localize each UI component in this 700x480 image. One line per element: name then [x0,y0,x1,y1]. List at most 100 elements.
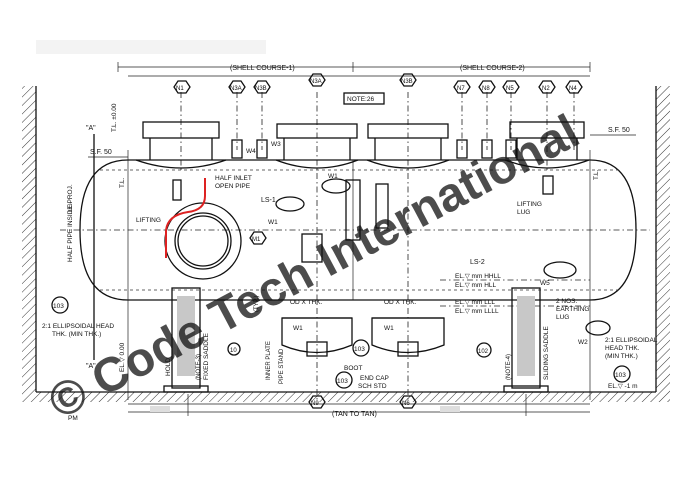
svg-text:N3A: N3A [310,79,322,85]
tan-to-tan-label: (TAN TO TAN) [332,411,377,418]
svg-text:N3B: N3B [401,79,413,85]
nozzle-tag-n7: N7 [453,80,471,94]
internal-elements [172,175,554,263]
wl2-label: W1 [384,325,394,332]
lifting-lug-left: LIFTING [136,217,161,224]
tl-right-label: T.L. [593,169,600,180]
svg-text:103: 103 [53,303,64,310]
svg-text:102: 102 [478,349,489,355]
w3-label: W3 [271,141,281,148]
el-hhll: EL.▽ mm HHLL [455,273,501,280]
level-lines [440,279,590,307]
el-lll: EL.▽ mm LLL [455,299,495,306]
nozzle-tag-n3a-2: N3A [308,73,326,87]
svg-text:N3B: N3B [255,86,267,92]
svg-text:103: 103 [354,346,365,353]
boot-callout: 103 [352,339,370,357]
end-cap-1: END CAP [360,375,389,382]
boots [281,317,445,357]
earthing-lug-2: EARTHING [556,306,589,313]
head-right-1: 2:1 ELLIPSOIDAL [605,337,658,344]
pipe-stand-label: PIPE STAND [279,348,285,384]
svg-text:N4: N4 [569,86,577,92]
hold-label: HOLD [165,358,172,376]
pm-label: PM [68,415,78,422]
weld-callouts [275,178,611,336]
svg-text:N2: N2 [542,86,550,92]
head-right-3: (MIN THK.) [605,353,638,360]
vessel-shell [60,150,650,400]
half-pipe-proj-label: HALF PIPE INSIDE PROJ. [67,184,74,262]
section-a-top: "A" [86,125,96,132]
callout-102: 102 [476,342,492,358]
inner-plate-label: INNER PLATE [266,341,272,380]
nozzle-tag-n4: N4 [565,80,583,94]
head-callout-left: 103 [51,296,69,314]
shell-course-2-label: (SHELL COURSE-2) [460,65,525,72]
nozzle-centerlines [180,92,575,400]
callout-10: 10 [227,342,241,356]
nozzle-tag-n3b: N3B [253,80,271,94]
note-3-label: (NOTE-3) [196,354,202,380]
watermark: © Code Tech International [40,105,587,430]
el-llll: EL.▽ mm LLLL [455,308,499,315]
el-zero-label: EL.▽ 0.00 [119,342,126,372]
note-4-label: (NOTE-4) [506,354,512,380]
section-a-bottom: "A" [86,363,96,370]
shell-course-1-label: (SHELL COURSE-1) [230,65,295,72]
el-hll: EL.▽ mm HLL [455,282,497,289]
tl-left-label: T.L. [119,177,126,188]
head-right-2: HEAD THK. [605,345,640,352]
nozzle-tag-n5: N5 [502,80,520,94]
blurred-title-strip [36,40,266,54]
w1-label-a: W1 [268,219,278,226]
svg-text:N1: N1 [176,86,184,92]
nozzle-tag-n1: N1 [173,80,191,94]
top-manways [135,121,590,169]
sf-left-label: S.F. 50 [90,149,112,156]
top-dimension-lines [117,62,591,77]
head-left-2: THK. (MIN THK.) [52,331,101,338]
saddles [163,287,549,393]
end-cap-callout: 103 [335,371,353,389]
fixed-saddle-label: FIXED SADDLE [203,332,210,380]
svg-text:N3A: N3A [230,86,242,92]
svg-text:103: 103 [615,372,626,379]
lg-label: LG [67,203,74,212]
blurred-dim-right [440,406,460,412]
nozzle-tag-n2: N2 [538,80,556,94]
el-floor-label: EL.▽ -1 m [608,383,638,390]
nozzle-tags-top: N1 N3A N3B N3A N3B N7 N8 N5 N2 N4 [173,73,583,94]
half-inlet-label-2: OPEN PIPE [215,183,251,190]
end-cap-2: SCH STD [358,383,387,390]
earthing-lug-1: 2 NOS. [556,298,578,305]
head-callout-right: 103 [613,365,631,383]
svg-text:N8: N8 [482,86,490,92]
note-26-label: NOTE:26 [347,96,374,103]
lifting-lug-right-2: LUG [517,209,530,216]
manway-tag-m1: M1 [249,231,267,245]
nozzle-tag-n3b-2: N3B [399,73,417,87]
w4-label: W4 [246,148,256,155]
blurred-dim-left [150,406,170,412]
tl-el-label: T.L. ±0.00 [111,103,118,132]
w1-label-b: W1 [328,173,338,180]
w2-label: W2 [578,339,588,346]
svg-text:N7: N7 [457,86,465,92]
sf-right-label: S.F. 50 [608,127,630,134]
head-left-1: 2:1 ELLIPSOIDAL HEAD [42,323,114,330]
lifting-lug-right-1: LIFTING [517,201,542,208]
bottom-dimension-lines [128,394,590,416]
boot-label: BOOT [344,365,362,372]
w5-label: W5 [540,280,550,287]
wl1-label: W1 [293,325,303,332]
half-inlet-label-1: HALF INLET [215,175,252,182]
svg-text:N5: N5 [506,86,514,92]
nozzle-tag-n3a: N3A [228,80,246,94]
od-thk-2: OD X THK. [384,299,417,306]
svg-text:103: 103 [337,378,348,385]
ground-hatching [22,86,670,402]
od-thk-1: OD X THK. [290,299,323,306]
half-inlet-pipe [165,178,206,258]
